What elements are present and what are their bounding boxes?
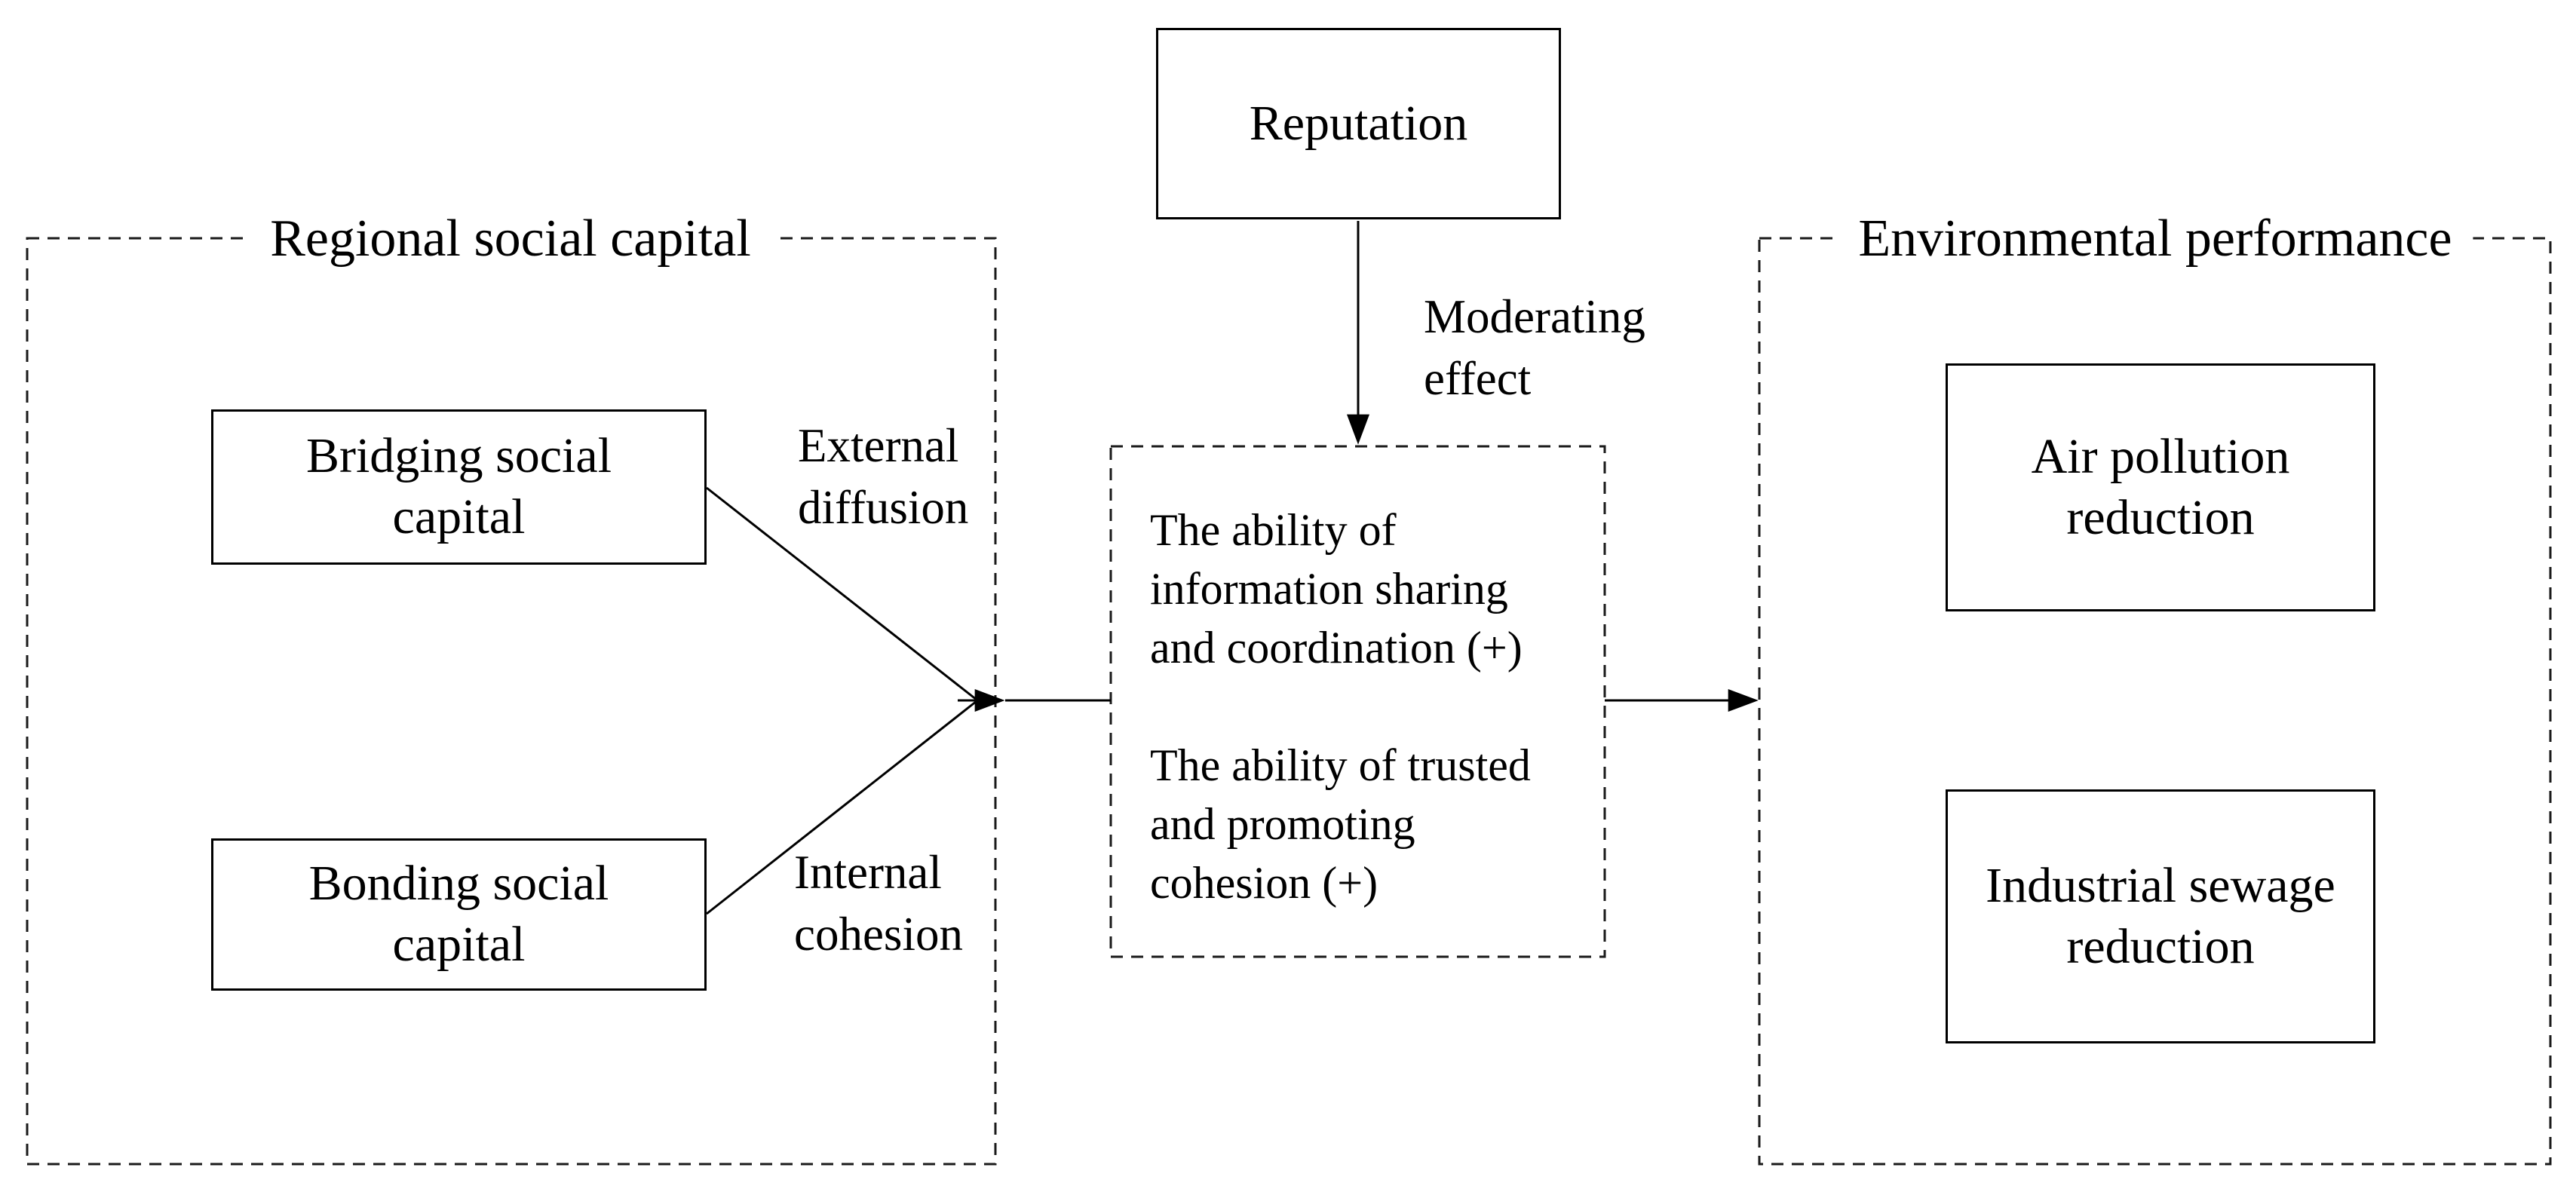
external-diffusion-label: External diffusion <box>798 419 969 534</box>
air-pollution-reduction-label: Air pollution reduction <box>2031 428 2290 545</box>
bridging-social-capital-box: Bridging social capital <box>211 409 707 565</box>
mediator-box: The ability of information sharing and c… <box>1111 446 1605 912</box>
reputation-box: Reputation <box>1156 28 1561 219</box>
environmental-performance-label: Environmental performance <box>1837 211 2473 267</box>
bonding-edge <box>706 700 977 915</box>
internal-cohesion-label: Internal cohesion <box>794 846 963 961</box>
industrial-sewage-reduction-box: Industrial sewage reduction <box>1946 789 2375 1043</box>
bridging-social-capital-label: Bridging social capital <box>305 428 612 544</box>
regional-social-capital-frame <box>26 237 997 1166</box>
regional-social-capital-label: Regional social capital <box>249 211 772 267</box>
bonding-social-capital-label: Bonding social capital <box>308 856 609 972</box>
bonding-social-capital-box: Bonding social capital <box>211 838 707 991</box>
moderating-effect-label: Moderating effect <box>1424 290 1645 405</box>
air-pollution-reduction-box: Air pollution reduction <box>1946 363 2375 611</box>
mediator-statement-2: The ability of trusted and promoting coh… <box>1150 740 1531 908</box>
industrial-sewage-reduction-label: Industrial sewage reduction <box>1986 857 2335 974</box>
bridging-edge <box>706 486 977 701</box>
mediator-statement-1: The ability of information sharing and c… <box>1150 505 1523 673</box>
reputation-label: Reputation <box>1249 95 1468 151</box>
